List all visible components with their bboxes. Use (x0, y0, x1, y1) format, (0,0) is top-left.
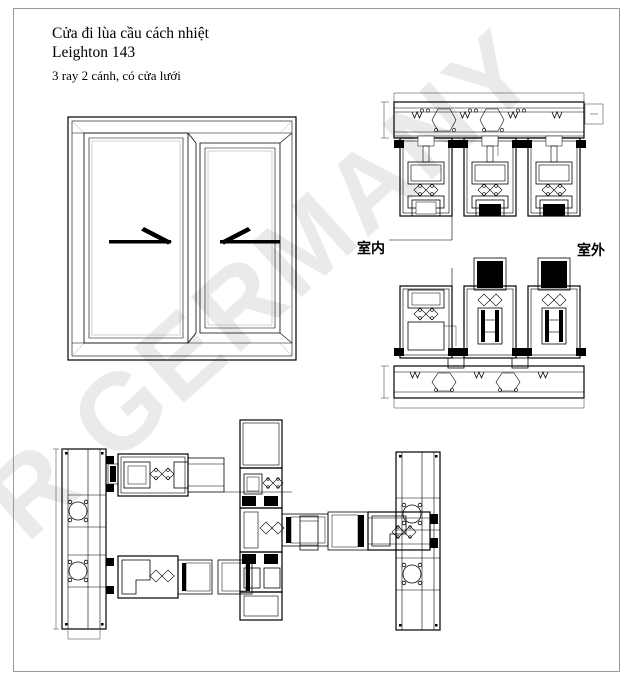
jamb-plan-left (53, 448, 107, 640)
arrow-slide-right (109, 227, 172, 245)
title-line-2: Leighton 143 (52, 44, 136, 61)
label-outdoor: 室外 (577, 243, 605, 259)
title-block: Cửa đi lùa cầu cách nhiệt Leighton 143 3… (52, 24, 382, 85)
sash-plan-lower-left (106, 555, 253, 599)
title-line-1: Cửa đi lùa cầu cách nhiệt (52, 25, 209, 42)
mullion-plan-center (239, 419, 329, 621)
label-indoor: 室内 (357, 241, 385, 257)
svg-text:·: · (485, 90, 486, 93)
title-line-3: 3 ray 2 cánh, có cửa lưới (52, 68, 181, 83)
glass-panel-stubs (299, 515, 319, 551)
meeting-stile-plan (327, 511, 438, 551)
sash-plan-upper-left (106, 453, 292, 497)
jamb-plan-right (395, 451, 441, 631)
arrow-slide-left (220, 227, 280, 245)
